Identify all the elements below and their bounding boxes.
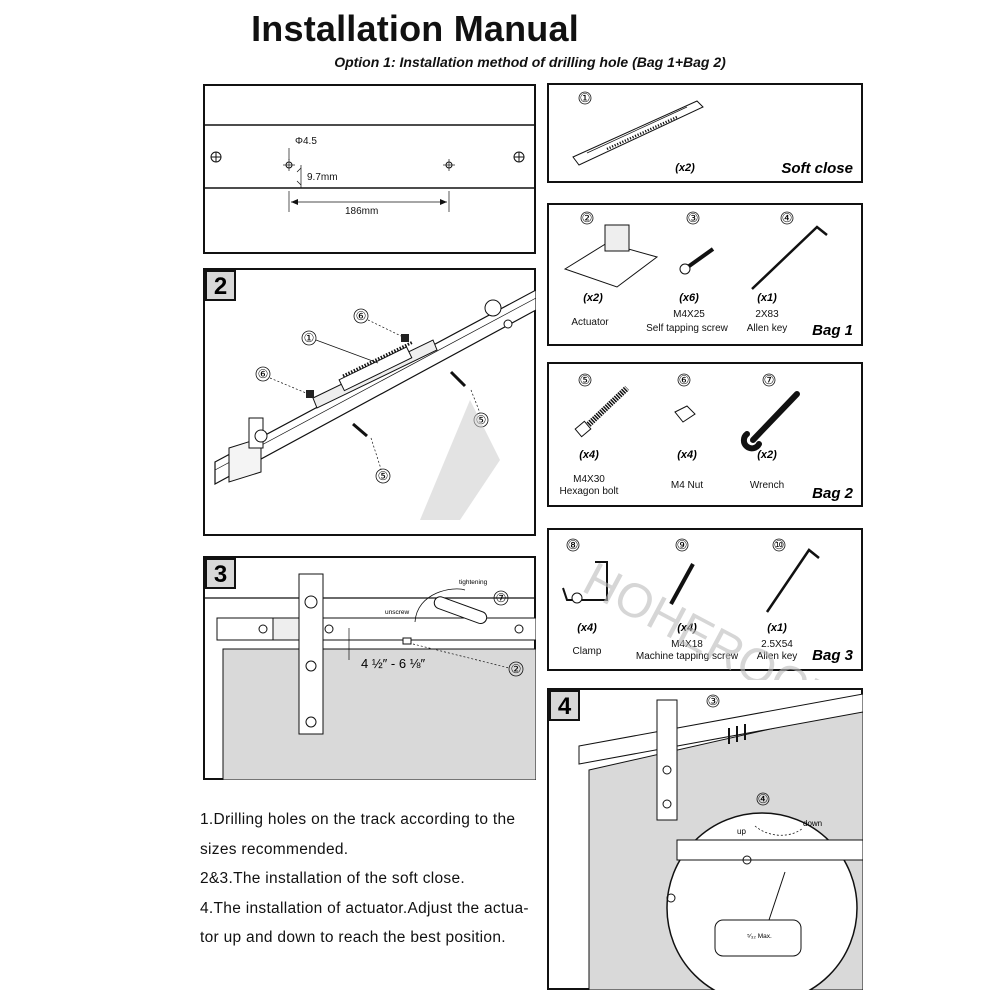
bag2-drawing: ⑤ ⑥ ⑦ (x4) (x4) (x2) M4X30 Hexagon bolt … [547,362,863,507]
bag1-panel: ② ③ ④ (x2) (x6) (x1) M4X25 2X83 Actuator… [547,203,863,346]
bag1-num-screw: ③ [688,211,699,225]
step4-drawing: 4 ③ ④ up down ⁵⁄₃₂ Max. [547,688,863,990]
bag3-name-clamp: Clamp [573,646,602,657]
instruction-line-1: 1.Drilling holes on the track according … [200,811,516,828]
watermark-text: HOHEROCKS [575,553,840,680]
instruction-line-5: tor up and down to reach the best positi… [200,929,506,946]
bag2-spec-bolt: M4X30 [573,474,605,485]
brand-watermark: HOHEROCKS [420,400,840,680]
bag2-panel: ⑤ ⑥ ⑦ (x4) (x4) (x2) M4X30 Hexagon bolt … [547,362,863,507]
bag2-qty-nut: (x4) [677,449,697,461]
bag3-qty-clamp: (x4) [577,622,597,634]
page-title: Installation Manual [251,8,579,49]
bag2-num-nut: ⑥ [679,373,690,387]
instructions: 1.Drilling holes on the track according … [200,805,530,953]
track-hole-left [210,151,222,163]
bag2-qty-bolt: (x4) [579,449,599,461]
dim-hole-diameter: Φ4.5 [295,136,317,147]
bag3-label: Bag 3 [812,647,854,664]
bag2-qty-wrench: (x2) [757,449,777,461]
callout-soft-close: ① [304,331,315,345]
track-hole-right [513,151,525,163]
bag1-spec-screw: M4X25 [673,309,705,320]
bag1-spec-key: 2X83 [755,309,779,320]
bag3-name-screw: Machine tapping screw [636,651,739,662]
bag3-num-clamp: ⑧ [568,538,579,552]
bag1-qty-key: (x1) [757,292,777,304]
bag1-name-screw: Self tapping screw [646,323,728,334]
dim-hole-offset: 9.7mm [307,172,338,183]
soft-close-panel: ① (x2) Soft close [547,83,863,183]
label-unscrew: unscrew [385,609,410,616]
bag1-name-key: Allen key [747,323,788,334]
instruction-line-3: 2&3.The installation of the soft close. [200,870,466,887]
callout-wrench: ⑦ [496,591,507,605]
label-down: down [803,819,822,828]
step3-panel: 3 tightening unscrew 4 ½″ - 6 ⅛″ ⑦ ② [203,556,536,780]
bag1-drawing: ② ③ ④ (x2) (x6) (x1) M4X25 2X83 Actuator… [547,203,863,346]
bag2-num-wrench: ⑦ [764,373,775,387]
bag3-spec-screw: M4X18 [671,639,703,650]
bag2-label: Bag 2 [812,485,854,502]
callout-nut-left: ⑥ [258,367,269,381]
bag2-name-wrench: Wrench [750,480,784,491]
instruction-line-2: sizes recommended. [200,840,349,858]
bag1-name-actuator: Actuator [571,317,609,328]
bag1-num-actuator: ② [582,211,593,225]
bag1-label: Bag 1 [812,322,853,339]
soft-close-qty: (x2) [675,162,695,174]
callout-bolt-bottom: ⑤ [378,469,389,483]
label-tightening: tightening [459,579,488,586]
step1-panel: Φ4.5 9.7mm 186mm [203,84,536,254]
bag2-num-bolt: ⑤ [580,373,591,387]
inset-max-label: ⁵⁄₃₂ Max. [747,933,772,940]
callout-actuator: ② [511,662,522,676]
step2-drawing: 2 ① ⑥ ⑥ ⑤ ⑤ [203,268,536,536]
dim-hole-spacing: 186mm [345,206,378,217]
callout-bolt-right: ⑤ [476,413,487,427]
bag1-num-key: ④ [782,211,793,225]
soft-close-num: ① [580,91,591,105]
callout-allen-key: ④ [758,792,769,806]
bag3-name-key: Allen key [757,651,798,662]
bag3-num-key: ⑩ [774,538,785,552]
step-number-3: 3 [214,561,227,588]
bag3-panel: ⑧ ⑨ ⑩ (x4) (x4) (x1) M4X18 2.5X54 Clamp … [547,528,863,671]
bag3-drawing: ⑧ ⑨ ⑩ (x4) (x4) (x1) M4X18 2.5X54 Clamp … [547,528,863,671]
bag3-qty-key: (x1) [767,622,787,634]
bag2-name-nut: M4 Nut [671,480,703,491]
bag1-qty-screw: (x6) [679,292,699,304]
step1-drawing: Φ4.5 9.7mm 186mm [203,84,536,254]
bag1-qty-actuator: (x2) [583,292,603,304]
bag3-qty-screw: (x4) [677,622,697,634]
step-number-4: 4 [558,693,572,720]
bag3-num-screw: ⑨ [677,538,688,552]
label-up: up [737,827,746,836]
step3-drawing: 3 tightening unscrew 4 ½″ - 6 ⅛″ ⑦ ② [203,556,536,780]
dim-soft-close-range: 4 ½″ - 6 ⅛″ [361,656,426,671]
step2-panel: 2 ① ⑥ ⑥ ⑤ ⑤ [203,268,536,536]
page-subtitle: Option 1: Installation method of drillin… [334,54,726,70]
callout-screws: ③ [708,694,719,708]
step-number-2: 2 [214,273,227,300]
bag2-name-bolt: Hexagon bolt [560,486,619,497]
step4-panel: 4 ③ ④ up down ⁵⁄₃₂ Max. [547,688,863,990]
callout-nut-top: ⑥ [356,309,367,323]
soft-close-label: Soft close [781,160,853,177]
bag3-spec-key: 2.5X54 [761,639,793,650]
instruction-line-4: 4.The installation of actuator.Adjust th… [200,899,529,917]
soft-close-drawing: ① (x2) Soft close [547,83,863,183]
